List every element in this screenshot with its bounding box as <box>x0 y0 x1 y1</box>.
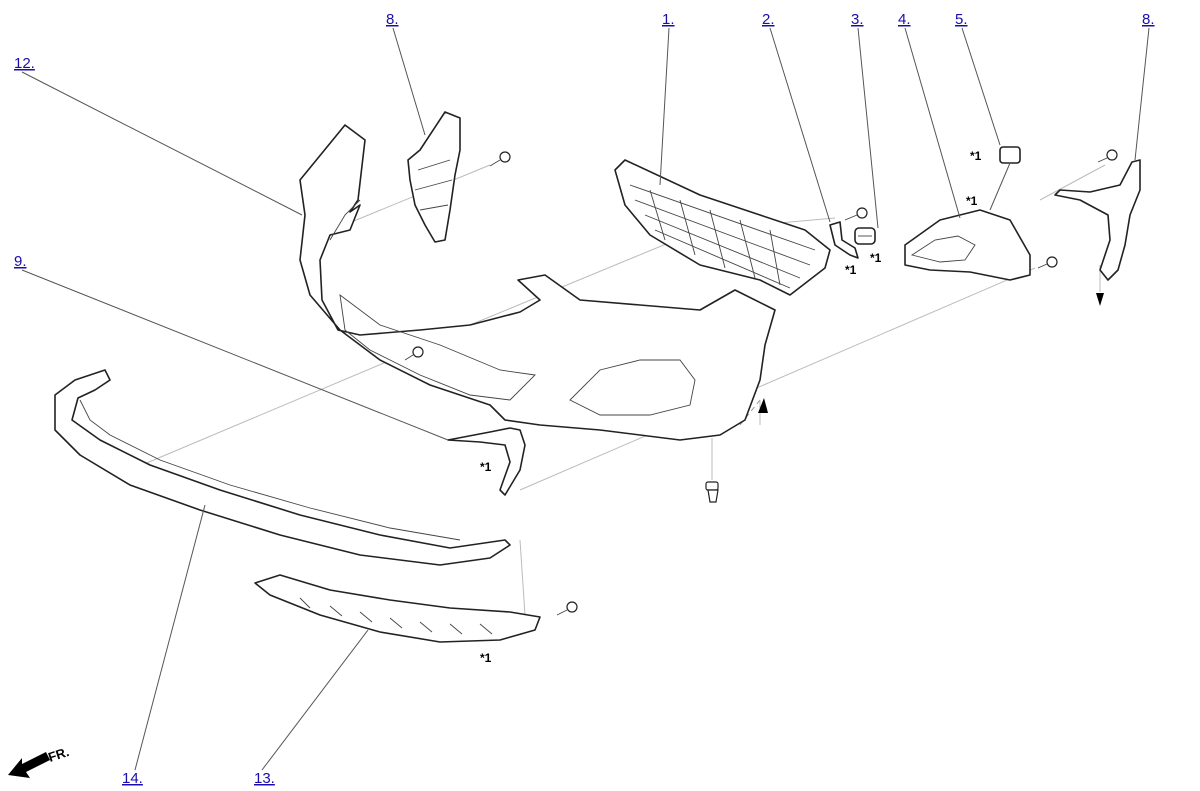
part-5-clip <box>989 146 1021 211</box>
bolt-lower-right <box>556 601 578 616</box>
callout-13[interactable]: 13. <box>254 770 275 787</box>
callout-12[interactable]: 12. <box>14 55 35 72</box>
callout-8-right[interactable]: 8. <box>1142 11 1155 28</box>
callout-3[interactable]: 3. <box>851 11 864 28</box>
part-3-fastener <box>854 227 876 245</box>
callout-1[interactable]: 1. <box>662 11 675 28</box>
direction-arrow-icon <box>1096 293 1104 306</box>
note-asterisk-1: *1 <box>970 149 982 163</box>
callout-2[interactable]: 2. <box>762 11 775 28</box>
direction-arrow-icon <box>758 398 768 413</box>
grille-mesh <box>629 184 816 289</box>
bolt-center <box>404 346 424 361</box>
bolt-right-upper <box>1097 149 1118 163</box>
part-8-right-bracket <box>1054 159 1141 281</box>
bolt-upper-left <box>489 151 511 167</box>
part-1-grille <box>614 159 831 296</box>
bumper-grille-opening <box>339 293 536 401</box>
note-asterisk-1: *1 <box>870 251 882 265</box>
note-asterisk-1: *1 <box>845 263 857 277</box>
callout-14[interactable]: 14. <box>122 770 143 787</box>
front-arrow-icon <box>8 752 50 778</box>
support-cutouts <box>299 597 493 635</box>
bracket-ribs-left <box>414 159 453 211</box>
part-2-clip <box>829 221 859 259</box>
bumper-fog-opening <box>569 359 696 416</box>
bolt-grille <box>844 207 868 221</box>
part-14-lower-spoiler <box>54 369 511 566</box>
callout-8-left[interactable]: 8. <box>386 11 399 28</box>
part-12-front-bumper-cover <box>299 124 776 441</box>
fog-lamp-lens <box>910 235 976 263</box>
part-9-end-trim <box>447 427 526 496</box>
bolt-fog <box>1037 256 1058 269</box>
callout-9[interactable]: 9. <box>14 253 27 270</box>
spoiler-edge-detail <box>79 399 461 541</box>
callout-4[interactable]: 4. <box>898 11 911 28</box>
note-asterisk-1: *1 <box>480 651 492 665</box>
front-direction-indicator: FR. <box>8 744 71 778</box>
part-8-left-bracket <box>407 111 461 243</box>
bumper-upper-edge <box>329 199 361 241</box>
front-label: FR. <box>46 744 71 765</box>
part-13-lower-support <box>254 574 541 643</box>
note-asterisk-1: *1 <box>480 460 492 474</box>
leader-lines <box>21 27 1150 771</box>
clip-bottom-pushpin <box>705 481 719 503</box>
note-asterisk-1: *1 <box>966 194 978 208</box>
part-4-fog-lamp-cover <box>904 209 1031 281</box>
callout-5[interactable]: 5. <box>955 11 968 28</box>
